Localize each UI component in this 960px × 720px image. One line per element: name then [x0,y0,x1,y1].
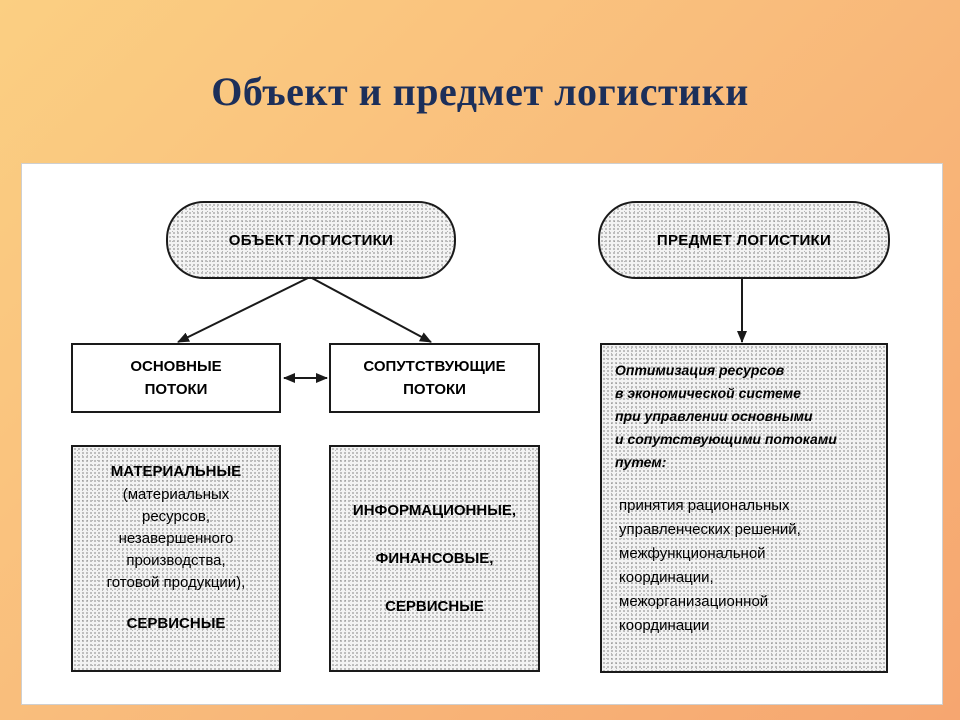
service-flows-label: СЕРВИСНЫЕ [126,615,226,632]
material-flows-detail-3: незавершенного [118,530,234,547]
goal-line-2: в экономической системе [615,385,801,401]
connector-lines [177,276,747,383]
accompanying-flows-line-1: СОПУТСТВУЮЩИЕ [363,358,506,375]
goal-line-1: Оптимизация ресурсов [615,362,785,378]
main-flow-types-box: МАТЕРИАЛЬНЫЕ (материальных ресурсов, нез… [71,445,281,672]
subject-node-label: ПРЕДМЕТ ЛОГИСТИКИ [656,231,832,249]
method-line-4: координации, [619,569,714,586]
method-line-2: управленческих решений, [619,521,801,538]
accompanying-flows-box: СОПУТСТВУЮЩИЕ ПОТОКИ [329,343,540,413]
main-flows-line-1: ОСНОВНЫЕ [130,358,222,375]
goal-line-5: путем: [615,454,667,470]
object-node: ОБЪЕКТ ЛОГИСТИКИ [166,201,456,279]
arrow-object-to-main [177,276,311,343]
main-flows-box: ОСНОВНЫЕ ПОТОКИ [71,343,281,413]
subject-node: ПРЕДМЕТ ЛОГИСТИКИ [598,201,890,279]
material-flows-detail-4: производства, [126,552,226,569]
optimization-goal: Оптимизация ресурсов в экономической сис… [602,359,886,474]
material-flows-heading: МАТЕРИАЛЬНЫЕ [110,463,242,480]
material-flows-detail-2: ресурсов, [141,508,210,525]
service-flows-label-2: СЕРВИСНЫЕ [385,597,484,615]
main-flows-line-2: ПОТОКИ [144,381,208,398]
goal-line-4: и сопутствующими потоками [615,431,837,447]
method-line-3: межфункциональной [619,545,766,562]
arrow-object-to-accompanying [309,276,432,343]
subject-details-box: Оптимизация ресурсов в экономической сис… [600,343,888,673]
method-line-6: координации [619,617,710,634]
method-line-1: принятия рациональных [619,497,790,514]
slide-title: Объект и предмет логистики [211,69,749,114]
object-node-label: ОБЪЕКТ ЛОГИСТИКИ [228,231,394,249]
accompanying-flows-line-2: ПОТОКИ [403,381,466,398]
information-flows-label: ИНФОРМАЦИОННЫЕ, [352,501,517,519]
optimization-methods: принятия рациональных управленческих реш… [602,494,886,638]
material-flows-detail-5: готовой продукции), [106,574,246,591]
method-line-5: межорганизационной [619,593,769,610]
accompanying-flow-types-box: ИНФОРМАЦИОННЫЕ, ФИНАНСОВЫЕ, СЕРВИСНЫЕ [329,445,540,672]
diagram-panel: ОБЪЕКТ ЛОГИСТИКИ ПРЕДМЕТ ЛОГИСТИКИ ОСНОВ… [21,163,943,705]
financial-flows-label: ФИНАНСОВЫЕ, [375,549,494,567]
goal-line-3: при управлении основными [615,408,813,424]
material-flows-detail-1: (материальных [122,486,230,503]
